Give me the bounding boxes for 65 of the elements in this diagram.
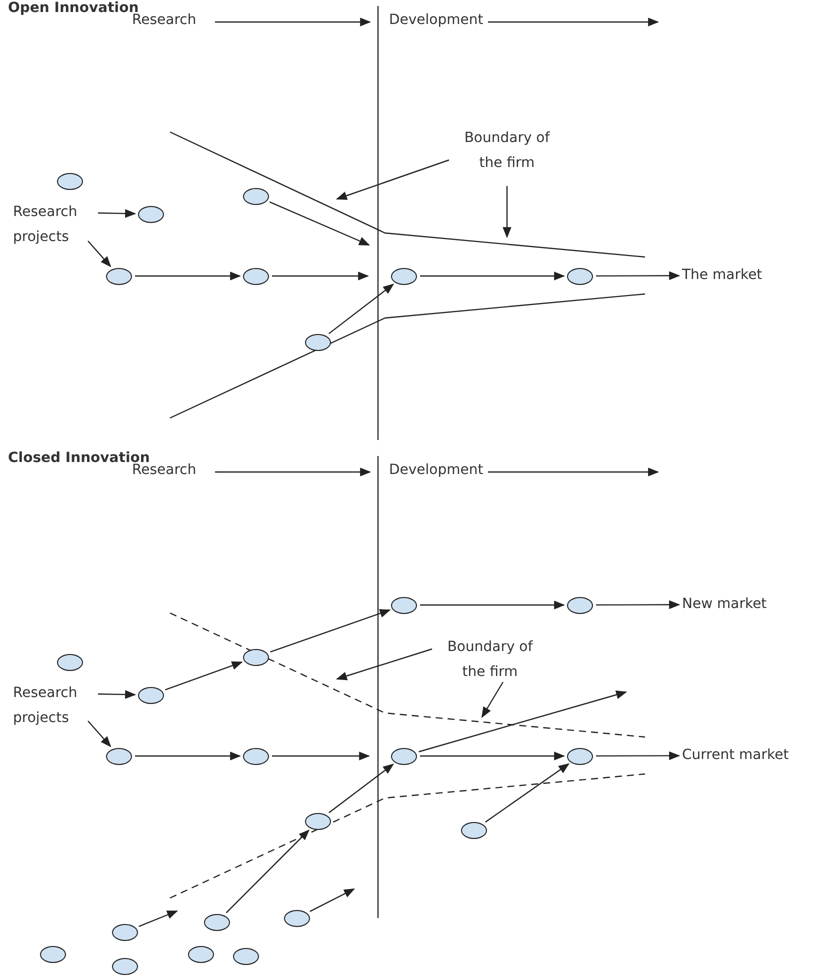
arrow [88, 240, 112, 268]
project-ellipse [391, 268, 417, 284]
text-label: Boundary of the firm [455, 126, 559, 176]
project-ellipse [243, 268, 269, 284]
arrow [226, 829, 310, 914]
project-ellipse [188, 946, 214, 962]
arrow [135, 272, 242, 280]
arrow [418, 690, 628, 752]
phase-label: Research [132, 462, 196, 478]
phase-label: Development [389, 462, 484, 478]
project-ellipse [243, 648, 269, 666]
arrow [420, 600, 566, 610]
leader-arrow [336, 159, 450, 200]
arrow [485, 763, 570, 823]
arrow [596, 600, 680, 610]
project-ellipse [567, 748, 593, 764]
text-label: New market [682, 592, 767, 617]
project-ellipse [138, 206, 164, 222]
arrow [420, 752, 566, 760]
arrow [596, 751, 680, 760]
arrow [328, 764, 394, 814]
text-label: Research projects [13, 681, 97, 731]
arrow [270, 609, 391, 653]
project-ellipse [112, 924, 138, 940]
arrow [88, 720, 112, 748]
project-ellipse [106, 748, 132, 764]
arrow [269, 201, 370, 246]
project-ellipse [243, 188, 269, 204]
leader-arrow [336, 648, 432, 680]
leader-arrow [481, 682, 504, 718]
arrow [135, 752, 242, 760]
project-ellipse [461, 822, 487, 838]
arrow [310, 888, 355, 912]
project-ellipse [567, 596, 593, 614]
arrow [328, 284, 394, 334]
project-ellipse [243, 748, 269, 764]
text-label: Research projects [13, 200, 97, 250]
arrow [98, 690, 136, 699]
arrow [420, 272, 566, 280]
phase-label: Development [389, 12, 484, 28]
arrow [272, 752, 370, 760]
project-ellipse [138, 686, 164, 704]
arrow [272, 272, 370, 280]
project-ellipse [40, 946, 66, 962]
leader-arrow [502, 186, 512, 238]
project-ellipse [284, 910, 310, 926]
arrow [98, 209, 136, 218]
project-ellipse [305, 812, 331, 830]
text-label: Current market [682, 743, 789, 768]
text-label: Boundary of the firm [438, 635, 542, 685]
arrow [165, 661, 243, 690]
phase-label: Research [132, 12, 196, 28]
arrow [138, 910, 178, 927]
project-ellipse [391, 596, 417, 614]
project-ellipse [106, 268, 132, 284]
project-ellipse [57, 654, 83, 670]
project-ellipse [57, 172, 83, 190]
project-ellipse [567, 268, 593, 284]
project-ellipse [391, 748, 417, 764]
project-ellipse [233, 948, 259, 964]
project-ellipse [112, 958, 138, 974]
project-ellipse [305, 334, 331, 350]
arrow [596, 271, 680, 280]
text-label: The market [682, 263, 762, 288]
project-ellipse [204, 914, 230, 930]
